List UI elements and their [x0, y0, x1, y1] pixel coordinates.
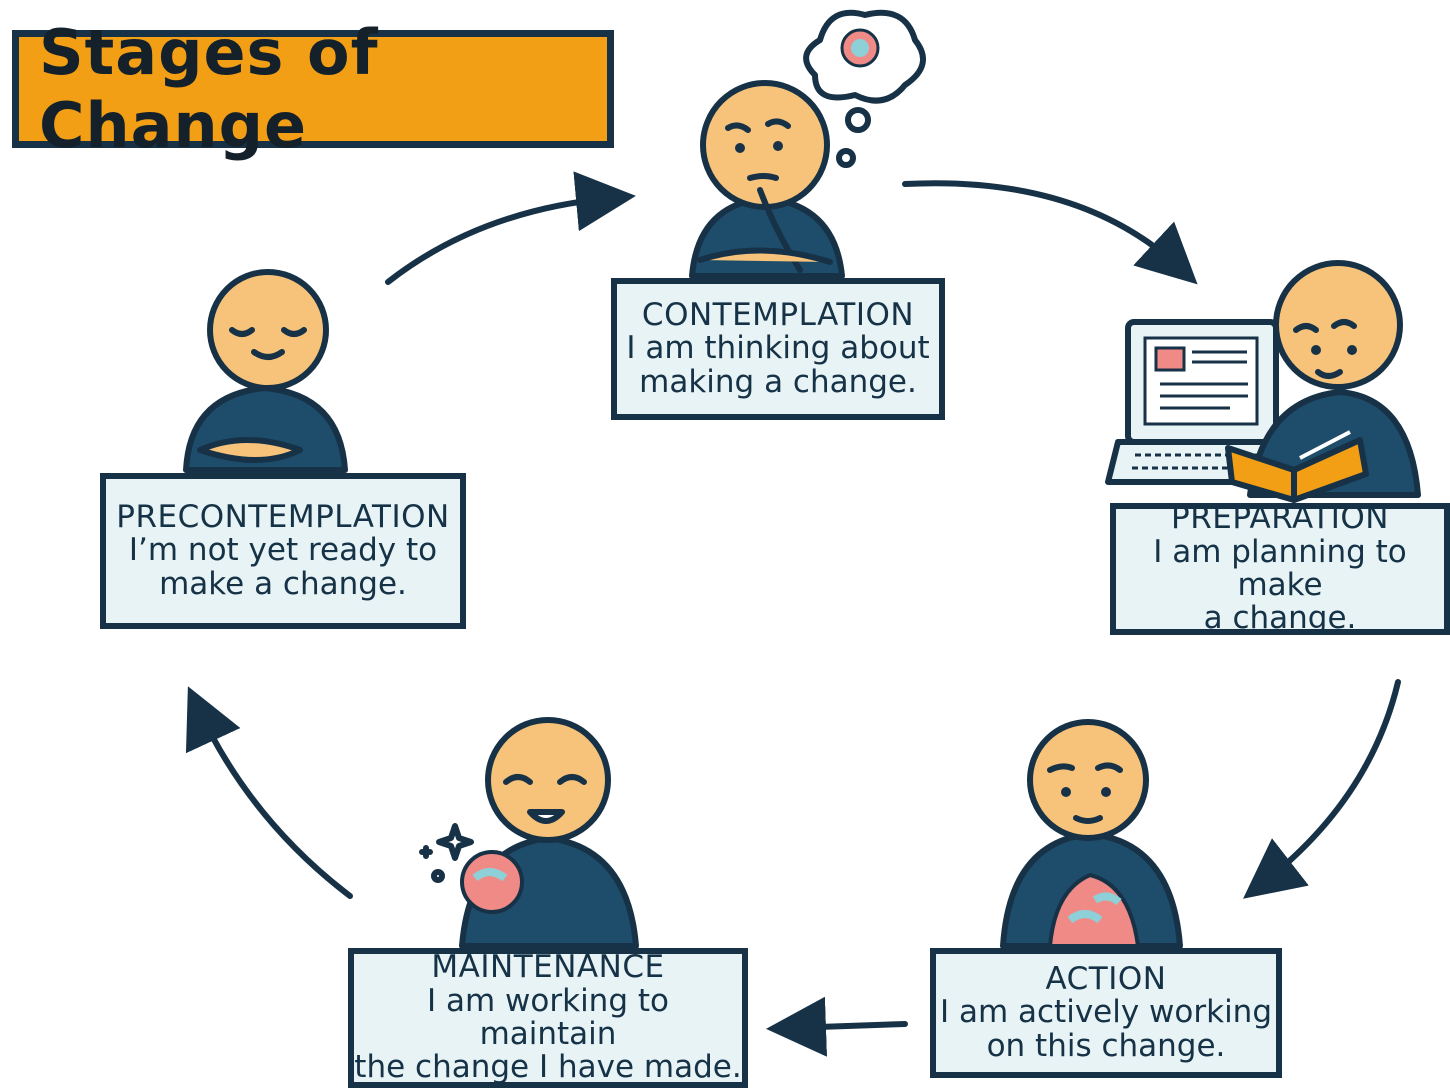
stage-description-line2: on this change. — [986, 1027, 1226, 1064]
stage-description-line1: I am planning to make — [1153, 533, 1407, 603]
title-banner: Stages of Change — [12, 16, 614, 162]
stage-box-contemplation: CONTEMPLATION I am thinking about making… — [611, 278, 945, 420]
book-icon — [1225, 430, 1369, 503]
stage-box-maintenance: MAINTENANCE I am working to maintain the… — [348, 948, 748, 1088]
stage-box-precontemplation: PRECONTEMPLATION I’m not yet ready to ma… — [100, 473, 466, 629]
stage-description-line2: a change. — [1203, 600, 1357, 637]
stage-name: ACTION — [1045, 960, 1167, 997]
maintenance-figure — [459, 717, 639, 949]
action-figure — [1000, 719, 1183, 949]
stage-description-line1: I’m not yet ready to — [128, 532, 438, 569]
thought-bubble-icon — [803, 9, 926, 168]
stage-description-line1: I am thinking about — [626, 330, 930, 367]
laptop-icon — [1105, 319, 1301, 485]
arrow-contemplation-to-preparation — [902, 180, 1198, 285]
contemplation-figure — [689, 80, 845, 279]
arrow-preparation-to-action — [1243, 679, 1401, 899]
arrow-pre-to-contemplation — [385, 171, 636, 285]
stage-box-preparation: PREPARATION I am planning to make a chan… — [1110, 500, 1450, 637]
stage-description-line2: the change I have made. — [354, 1049, 742, 1086]
stage-name: PRECONTEMPLATION — [116, 498, 450, 535]
stage-description-line2: making a change. — [639, 363, 917, 400]
stage-description-line1: I am actively working — [939, 994, 1273, 1031]
arrow-action-to-maintenance — [766, 996, 908, 1057]
stage-name: PREPARATION — [1171, 500, 1389, 537]
page-title: Stages of Change — [39, 16, 379, 162]
stage-name: MAINTENANCE — [431, 949, 665, 986]
preparation-figure — [1247, 260, 1421, 498]
stage-box-action: ACTION I am actively working on this cha… — [930, 948, 1282, 1078]
stage-description-line1: I am working to maintain — [427, 982, 669, 1052]
precontemplation-figure — [183, 269, 348, 473]
stage-name: CONTEMPLATION — [641, 296, 915, 333]
sparkle-icon — [419, 823, 474, 883]
arrow-maintenance-to-pre — [185, 686, 353, 899]
stage-description-line2: make a change. — [159, 565, 407, 602]
